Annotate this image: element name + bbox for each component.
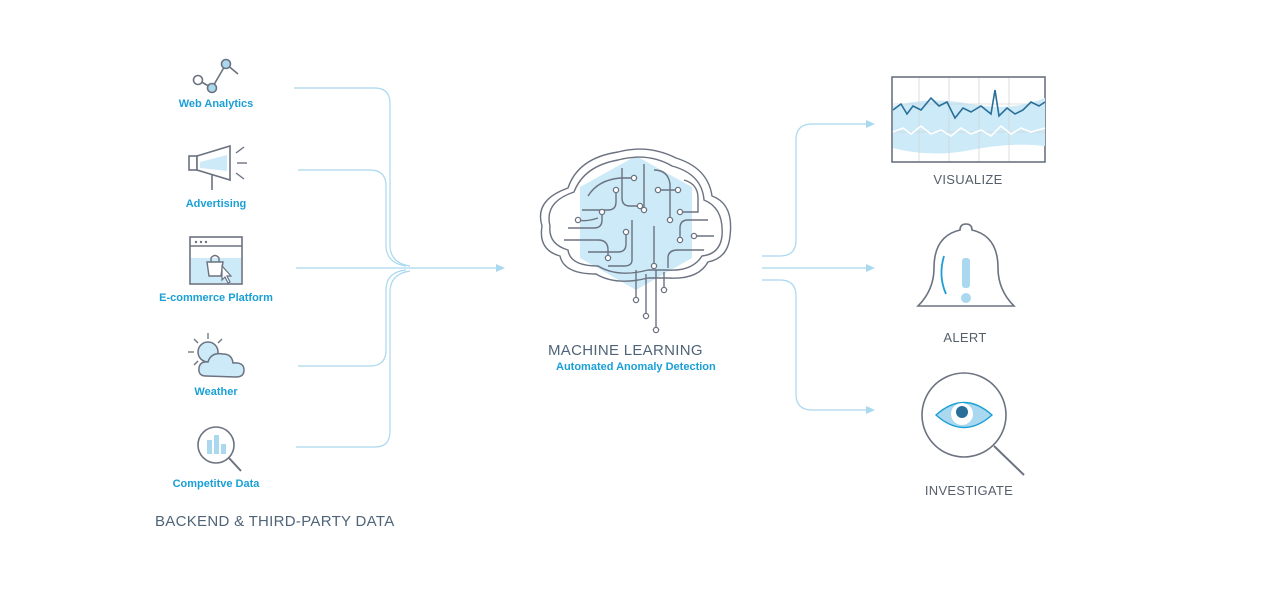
output-label-alert: ALERT bbox=[943, 330, 987, 345]
connector-advertising bbox=[298, 169, 407, 267]
connector-weather bbox=[298, 269, 407, 367]
magnifier-chart-icon bbox=[197, 426, 242, 472]
alarm-bell-icon bbox=[916, 223, 1016, 307]
connector-visualize bbox=[762, 123, 868, 257]
connector-competitive bbox=[296, 270, 411, 448]
eye-magnifier-icon bbox=[921, 372, 1025, 476]
source-label-competitive: Competitve Data bbox=[172, 478, 260, 490]
sources-caption: BACKEND & THIRD-PARTY DATA bbox=[155, 513, 395, 530]
connector-investigate bbox=[762, 279, 868, 411]
sun-cloud-icon bbox=[188, 333, 245, 378]
shopping-window-icon bbox=[189, 236, 243, 285]
arrowhead-alert bbox=[866, 264, 875, 272]
arrowhead-center bbox=[496, 264, 505, 272]
output-label-visualize: VISUALIZE bbox=[933, 172, 1003, 187]
arrowhead-visualize bbox=[866, 120, 875, 128]
megaphone-icon bbox=[188, 144, 247, 190]
arrowhead-investigate bbox=[866, 406, 875, 414]
line-chart-icon bbox=[192, 58, 239, 94]
source-label-advertising: Advertising bbox=[185, 198, 247, 210]
output-label-investigate: INVESTIGATE bbox=[924, 483, 1014, 498]
source-label-web-analytics: Web Analytics bbox=[178, 98, 254, 110]
center-title: MACHINE LEARNING bbox=[548, 342, 703, 359]
center-subtitle: Automated Anomaly Detection bbox=[556, 361, 716, 373]
time-series-chart-icon bbox=[891, 76, 1046, 163]
source-label-ecommerce: E-commerce Platform bbox=[159, 292, 273, 304]
source-label-weather: Weather bbox=[194, 386, 238, 398]
connector-web-analytics bbox=[294, 87, 411, 267]
circuit-brain-icon bbox=[539, 148, 732, 334]
